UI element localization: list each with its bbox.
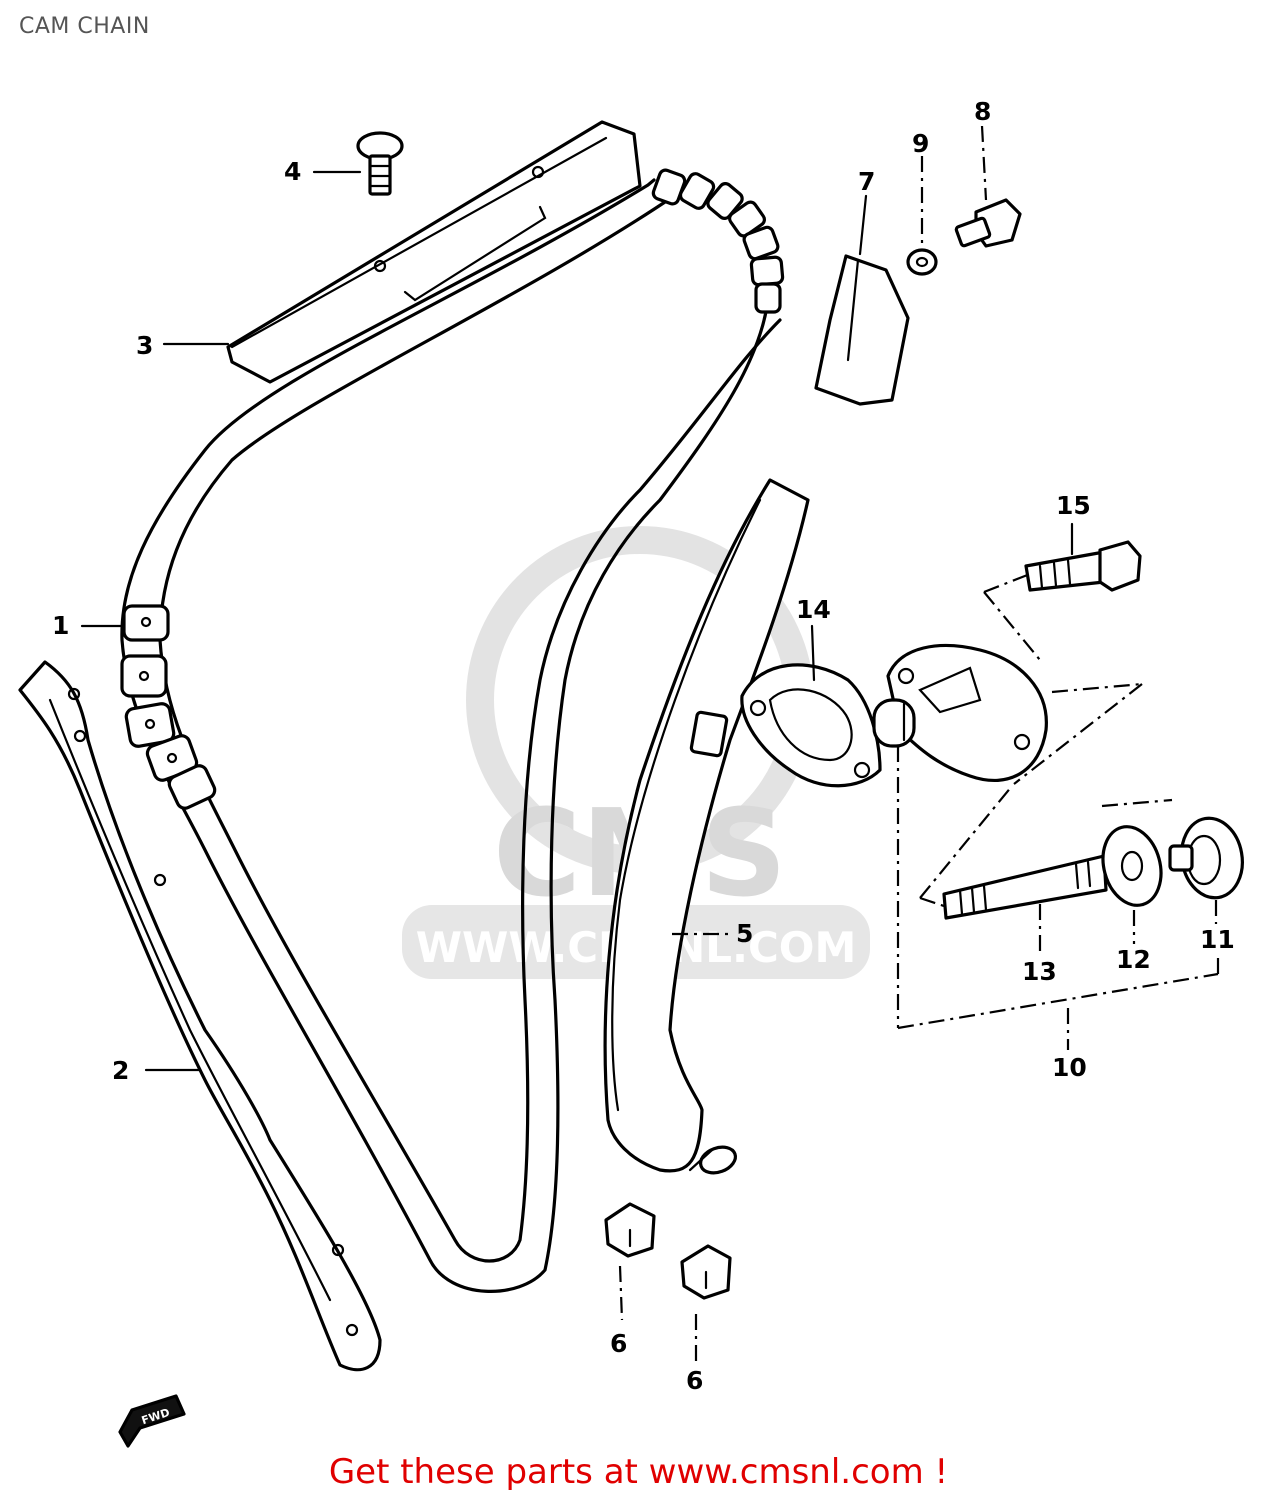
callout-1: 1: [52, 611, 69, 640]
washer-part-9: [906, 248, 938, 276]
callout-14: 14: [796, 595, 831, 624]
assembly-lines: [896, 572, 1220, 1030]
damper-part-6b: [680, 1244, 732, 1300]
callout-6b: 6: [686, 1366, 703, 1395]
cap-part-11: [1168, 816, 1244, 900]
bolt-part-4: [356, 131, 404, 196]
callout-7: 7: [858, 167, 875, 196]
callout-11: 11: [1200, 925, 1235, 954]
chain-links-top: [651, 168, 785, 314]
callout-2: 2: [112, 1056, 129, 1085]
gasket-part-14: [740, 663, 882, 788]
upper-chain-guide: [226, 120, 642, 384]
footer-parts-link[interactable]: Get these parts at www.cmsnl.com !: [328, 1452, 949, 1492]
spring-part-13: [942, 854, 1108, 920]
chain-links-left: [120, 604, 217, 810]
callout-12: 12: [1116, 945, 1151, 974]
left-chain-guide: [18, 660, 382, 1372]
callout-13: 13: [1022, 957, 1057, 986]
washer-part-12: [1101, 825, 1163, 907]
bolt-part-8: [954, 198, 1022, 248]
callout-9: 9: [912, 129, 929, 158]
tensioner-body: [872, 643, 1048, 782]
callout-labels: 1 2 3 4 5 6 6 7 8 9 10 11 12 13 14 15: [52, 97, 1235, 1395]
callout-8: 8: [974, 97, 991, 126]
bolt-part-15: [1024, 540, 1142, 592]
page-title: CAM CHAIN: [19, 14, 150, 39]
callout-5: 5: [736, 919, 753, 948]
callout-4: 4: [284, 157, 301, 186]
callout-3: 3: [136, 331, 153, 360]
damper-part-6a: [604, 1202, 656, 1258]
guide-piece-part-7: [814, 254, 910, 406]
leader-lines: [80, 125, 1218, 1366]
tensioner-guide: [603, 478, 810, 1175]
callout-15: 15: [1056, 491, 1091, 520]
callout-10: 10: [1052, 1053, 1087, 1082]
callout-6a: 6: [610, 1329, 627, 1358]
fwd-arrow: FWD: [118, 1394, 186, 1448]
cam-chain: [120, 168, 785, 1293]
